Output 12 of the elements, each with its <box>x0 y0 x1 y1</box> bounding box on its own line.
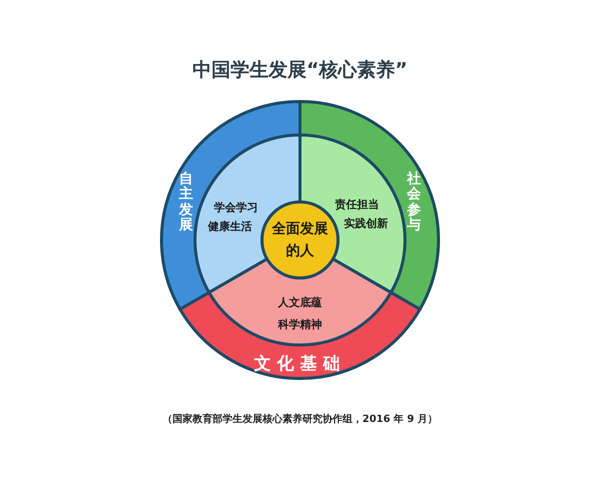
sector-label: 科学精神 <box>276 317 323 333</box>
sector-label: 社会参与 <box>407 172 421 234</box>
sector-label: 人文底蕴 <box>277 295 323 311</box>
sector-label: 健康生活 <box>208 219 252 235</box>
sector-label: 责任担当 <box>335 197 379 213</box>
sector-label: 文化基础 <box>253 353 347 376</box>
title: 中国学生发展“核心素养” <box>192 58 408 83</box>
caption: （国家教育部学生发展核心素养研究协作组，2016 年 9 月） <box>161 412 439 427</box>
sector-label: 学会学习 <box>214 200 258 216</box>
sector-label: 实践创新 <box>344 216 388 232</box>
sector-label: 自主发展 <box>179 172 193 234</box>
sector-label: 全面发展的人 <box>271 220 329 262</box>
